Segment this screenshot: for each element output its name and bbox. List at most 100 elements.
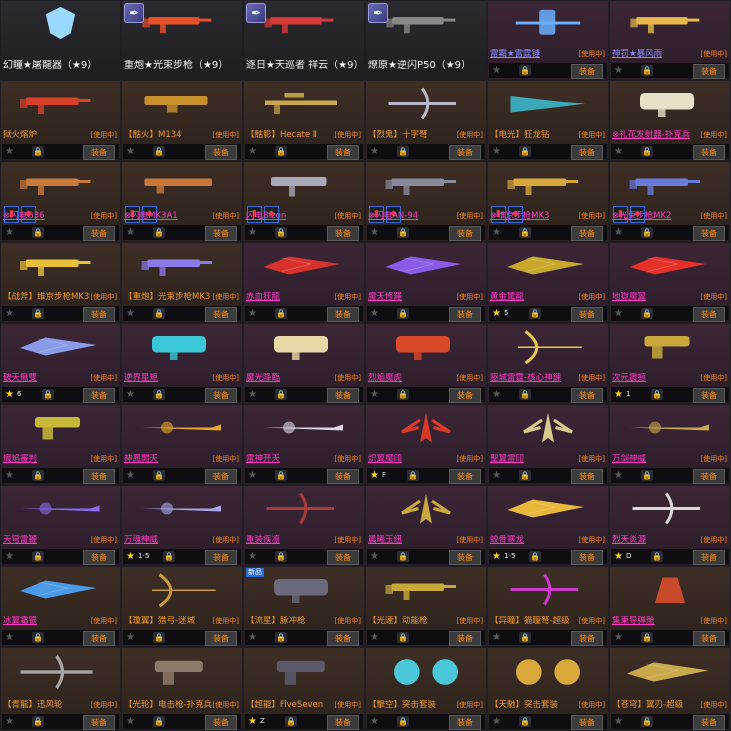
weapon-name[interactable]: 集束导弹舱: [612, 616, 655, 626]
equip-button[interactable]: 装备: [693, 715, 725, 730]
weapon-name[interactable]: 【骷火】M134: [124, 130, 182, 140]
equip-button[interactable]: 装备: [327, 550, 359, 565]
weapon-name[interactable]: 魔光降臨: [246, 373, 281, 383]
equip-button[interactable]: 装备: [693, 388, 725, 403]
lock-icon[interactable]: 🔒: [641, 308, 653, 319]
weapon-card[interactable]: 集束导弹舱[使用中]★🔒装备: [609, 566, 731, 647]
equip-button[interactable]: 装备: [205, 226, 237, 241]
weapon-name[interactable]: 【青龍】迅风轮: [3, 700, 63, 710]
weapon-name[interactable]: 烈天炎源: [612, 535, 647, 545]
weapon-name[interactable]: 【电光】狂龙钻: [490, 130, 550, 140]
equip-button[interactable]: 装备: [327, 388, 359, 403]
weapon-card[interactable]: 【超能】FiveSeven[使用中]★Z🔒装备: [243, 647, 365, 731]
lock-icon[interactable]: 🔒: [519, 389, 531, 400]
lock-icon[interactable]: 🔒: [397, 632, 409, 643]
weapon-card[interactable]: 【电光】狂龙钻[使用中]★🔒装备: [487, 80, 609, 161]
lock-icon[interactable]: 🔒: [519, 146, 531, 157]
lock-icon[interactable]: 🔒: [153, 716, 165, 727]
lock-icon[interactable]: 🔒: [407, 470, 419, 481]
equip-button[interactable]: 装备: [205, 307, 237, 322]
weapon-name[interactable]: 雷霸★雷霆锤: [490, 49, 541, 59]
weapon-card[interactable]: 【擊空】突击套装[使用中]★🔒装备: [365, 647, 487, 731]
lock-icon[interactable]: 🔒: [397, 551, 409, 562]
equip-button[interactable]: 装备: [205, 550, 237, 565]
equip-button[interactable]: 装备: [449, 631, 481, 646]
weapon-name[interactable]: 地獄魔翼: [612, 292, 647, 302]
weapon-name[interactable]: 聖翼雷印: [490, 454, 525, 464]
weapon-card[interactable]: ▮◆⊗闪电AN-94[使用中]★🔒装备: [365, 161, 487, 242]
lock-icon[interactable]: 🔒: [651, 389, 663, 400]
weapon-card[interactable]: 【天馳】突击套装[使用中]★🔒装备: [487, 647, 609, 731]
equip-button[interactable]: 装备: [449, 469, 481, 484]
weapon-name[interactable]: 万魂神威: [124, 535, 159, 545]
equip-button[interactable]: 装备: [327, 145, 359, 160]
lock-icon[interactable]: 🔒: [641, 632, 653, 643]
weapon-name[interactable]: ⊗礼花发射器-扑克兵: [612, 130, 691, 140]
lock-icon[interactable]: 🔒: [519, 470, 531, 481]
lock-icon[interactable]: 🔒: [519, 227, 531, 238]
weapon-name[interactable]: 魔天修羅: [368, 292, 403, 302]
weapon-card[interactable]: 【重炮】光束步枪MK3[使用中]★🔒装备: [121, 242, 243, 323]
weapon-name[interactable]: 冰翼霜银: [3, 616, 38, 626]
equip-button[interactable]: 装备: [327, 715, 359, 730]
weapon-card[interactable]: 新品【流星】脉冲枪[使用中]★🔒装备: [243, 566, 365, 647]
weapon-name[interactable]: ⊗闪电G36: [3, 211, 45, 221]
equip-button[interactable]: 装备: [449, 388, 481, 403]
weapon-card[interactable]: 地獄魔翼[使用中]★🔒装备: [609, 242, 731, 323]
weapon-name[interactable]: 【异瞳】猫瞳弩-超级: [490, 616, 570, 626]
weapon-card[interactable]: ✒重炮★光束步枪（★9）: [121, 0, 243, 80]
weapon-name[interactable]: 【战斧】维京步枪MK3: [3, 292, 90, 302]
equip-button[interactable]: 装备: [205, 145, 237, 160]
lock-icon[interactable]: 🔒: [275, 227, 287, 238]
equip-button[interactable]: 装备: [327, 226, 359, 241]
lock-icon[interactable]: 🔒: [397, 227, 409, 238]
weapon-card[interactable]: 幻瞳★屠龍器（★9）: [0, 0, 121, 80]
weapon-name[interactable]: 【光速】动能枪: [368, 616, 428, 626]
weapon-card[interactable]: 黄金驚龍[使用中]★5🔒装备: [487, 242, 609, 323]
weapon-card[interactable]: 【青龍】迅风轮[使用中]★🔒装备: [0, 647, 121, 731]
weapon-name[interactable]: 黄金驚龍: [490, 292, 525, 302]
weapon-name[interactable]: 雷神开天: [246, 454, 281, 464]
equip-button[interactable]: 装备: [83, 226, 115, 241]
weapon-card[interactable]: 赤血狂龍[使用中]★🔒装备: [243, 242, 365, 323]
weapon-card[interactable]: 【光速】动能枪[使用中]★🔒装备: [365, 566, 487, 647]
weapon-card[interactable]: 狱火熔炉[使用中]★🔒装备: [0, 80, 121, 161]
equip-button[interactable]: 装备: [83, 631, 115, 646]
equip-button[interactable]: 装备: [205, 631, 237, 646]
equip-button[interactable]: 装备: [327, 469, 359, 484]
lock-icon[interactable]: 🔒: [519, 65, 531, 76]
weapon-card[interactable]: 炽翼魔印[使用中]★F🔒装备: [365, 404, 487, 485]
equip-button[interactable]: 装备: [449, 145, 481, 160]
weapon-name[interactable]: 【超能】FiveSeven: [246, 700, 324, 710]
lock-icon[interactable]: 🔒: [275, 308, 287, 319]
weapon-name[interactable]: 【擊空】突击套装: [368, 700, 437, 710]
lock-icon[interactable]: 🔒: [641, 146, 653, 157]
equip-button[interactable]: 装备: [693, 469, 725, 484]
weapon-name[interactable]: 逆界星矩: [124, 373, 159, 383]
weapon-name[interactable]: 破天無雙: [3, 373, 38, 383]
weapon-name[interactable]: 神罚★暴风雨: [612, 49, 663, 59]
weapon-name[interactable]: 万剑神威: [612, 454, 647, 464]
weapon-card[interactable]: ▮◆⊗维京步枪MK3[使用中]★🔒装备: [487, 161, 609, 242]
weapon-card[interactable]: 重装疾凛[使用中]★🔒装备: [243, 485, 365, 566]
lock-icon[interactable]: 🔒: [32, 470, 44, 481]
weapon-card[interactable]: ▮◆⊗闪电G36[使用中]★🔒装备: [0, 161, 121, 242]
lock-icon[interactable]: 🔒: [153, 227, 165, 238]
lock-icon[interactable]: 🔒: [275, 146, 287, 157]
lock-icon[interactable]: 🔒: [32, 227, 44, 238]
equip-button[interactable]: 装备: [327, 631, 359, 646]
lock-icon[interactable]: 🔒: [641, 716, 653, 727]
lock-icon[interactable]: 🔒: [397, 308, 409, 319]
weapon-name[interactable]: 烈焰魔虎: [368, 373, 403, 383]
weapon-card[interactable]: 【苍穹】翼刃-超级[使用中]★🔒装备: [609, 647, 731, 731]
weapon-card[interactable]: 次元震撼[使用中]★1🔒装备: [609, 323, 731, 404]
equip-button[interactable]: 装备: [83, 550, 115, 565]
weapon-name[interactable]: 【流星】脉冲枪: [246, 616, 306, 626]
lock-icon[interactable]: 🔒: [529, 308, 541, 319]
lock-icon[interactable]: 🔒: [153, 146, 165, 157]
weapon-card[interactable]: 【战斧】维京步枪MK3[使用中]★🔒装备: [0, 242, 121, 323]
weapon-card[interactable]: 【瓊翼】猎弓-迷城[使用中]★🔒装备: [121, 566, 243, 647]
weapon-card[interactable]: ▮◆⊗闪电MK3A1[使用中]★🔒装备: [121, 161, 243, 242]
lock-icon[interactable]: 🔒: [153, 389, 165, 400]
equip-button[interactable]: 装备: [693, 145, 725, 160]
